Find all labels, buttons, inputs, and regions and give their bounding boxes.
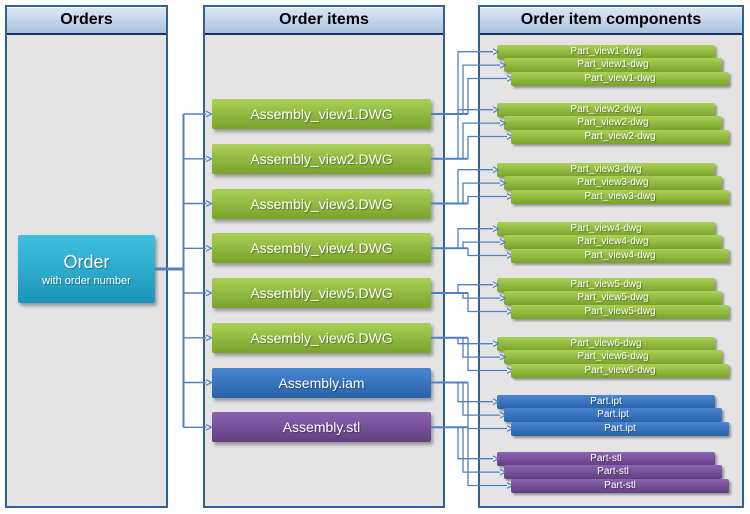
component-bar: Part_view6-dwg	[511, 363, 729, 378]
column-header-order-item-components: Order item components	[480, 7, 742, 35]
component-bar-label: Part_view5-dwg	[584, 305, 656, 317]
component-bar: Part_view3-dwg	[497, 163, 715, 177]
component-bar: Part_view5-dwg	[497, 278, 715, 292]
order-item-label: Assembly_view5.DWG	[250, 285, 393, 301]
component-bar: Part_view5-dwg	[504, 291, 722, 306]
order-node: Order with order number	[18, 235, 155, 303]
component-bar-label: Part_view5-dwg	[570, 279, 642, 290]
component-bar-label: Part-stl	[597, 466, 629, 478]
order-subtitle: with order number	[42, 274, 131, 287]
component-bar-label: Part_view5-dwg	[577, 292, 649, 304]
order-item-node: Assembly_view4.DWG	[212, 233, 431, 264]
order-item-label: Assembly_view6.DWG	[250, 329, 393, 346]
component-bar: Part_view1-dwg	[504, 58, 722, 73]
component-bar-label: Part_view4-dwg	[584, 249, 656, 261]
column-header-order-items: Order items	[205, 7, 443, 35]
component-bar-label: Part_view1-dwg	[584, 72, 656, 84]
component-bar-label: Part_view6-dwg	[577, 351, 649, 363]
component-bar: Part_view1-dwg	[511, 71, 729, 86]
component-bar-label: Part.ipt	[590, 396, 622, 407]
component-bar-label: Part_view2-dwg	[584, 130, 656, 142]
order-item-node: Assembly_view6.DWG	[212, 322, 431, 353]
component-bar-label: Part_view6-dwg	[570, 338, 642, 349]
component-bar-label: Part_view1-dwg	[570, 46, 642, 57]
component-bar: Part_view5-dwg	[511, 304, 729, 319]
component-bar: Part_view6-dwg	[504, 350, 722, 365]
component-bar: Part_view3-dwg	[511, 189, 729, 204]
component-bar-label: Part-stl	[590, 453, 622, 464]
component-bar-label: Part_view2-dwg	[577, 117, 649, 129]
component-bar-label: Part_view2-dwg	[570, 104, 642, 115]
order-item-node: Assembly_view1.DWG	[212, 99, 431, 129]
order-item-node: Assembly_view2.DWG	[212, 143, 431, 174]
column-header-orders: Orders	[7, 7, 166, 35]
order-item-node: Assembly.stl	[212, 412, 431, 443]
component-bar: Part_view1-dwg	[497, 45, 715, 59]
component-bar: Part-stl	[497, 452, 715, 466]
order-item-label: Assembly_view2.DWG	[250, 150, 393, 167]
component-bar: Part_view2-dwg	[504, 116, 722, 131]
component-bar: Part_view4-dwg	[497, 222, 715, 236]
component-bar-label: Part_view6-dwg	[584, 364, 656, 376]
component-bar: Part_view2-dwg	[511, 129, 729, 144]
order-item-node: Assembly.iam	[212, 367, 431, 398]
order-title: Order	[63, 251, 110, 272]
component-bar: Part_view6-dwg	[497, 337, 715, 351]
component-bar: Part-stl	[504, 465, 722, 480]
order-item-node: Assembly_view5.DWG	[212, 278, 431, 308]
component-bar: Part_view2-dwg	[497, 103, 715, 117]
order-item-label: Assembly_view4.DWG	[250, 240, 393, 257]
component-bar-label: Part-stl	[604, 479, 636, 491]
order-item-label: Assembly_view3.DWG	[250, 195, 393, 212]
component-bar-label: Part_view4-dwg	[577, 236, 649, 248]
component-bar-label: Part_view3-dwg	[577, 177, 649, 189]
component-bar: Part_view3-dwg	[504, 176, 722, 191]
order-item-node: Assembly_view3.DWG	[212, 188, 431, 219]
component-bar-label: Part_view3-dwg	[584, 190, 656, 202]
component-bar: Part_view4-dwg	[511, 248, 729, 263]
component-bar: Part.ipt	[504, 408, 722, 423]
component-bar-label: Part_view1-dwg	[577, 59, 649, 71]
order-item-label: Assembly.stl	[282, 419, 361, 436]
component-bar: Part_view4-dwg	[504, 235, 722, 250]
component-bar-label: Part_view4-dwg	[570, 223, 642, 234]
component-bar-label: Part_view3-dwg	[570, 164, 642, 175]
component-bar-label: Part.ipt	[597, 409, 629, 421]
component-bar: Part-stl	[511, 478, 729, 493]
component-bar: Part.ipt	[511, 421, 729, 436]
component-bar: Part.ipt	[497, 395, 715, 409]
order-item-label: Assembly_view1.DWG	[250, 106, 393, 122]
component-bar-label: Part.ipt	[604, 422, 636, 434]
order-item-label: Assembly.iam	[278, 374, 365, 391]
